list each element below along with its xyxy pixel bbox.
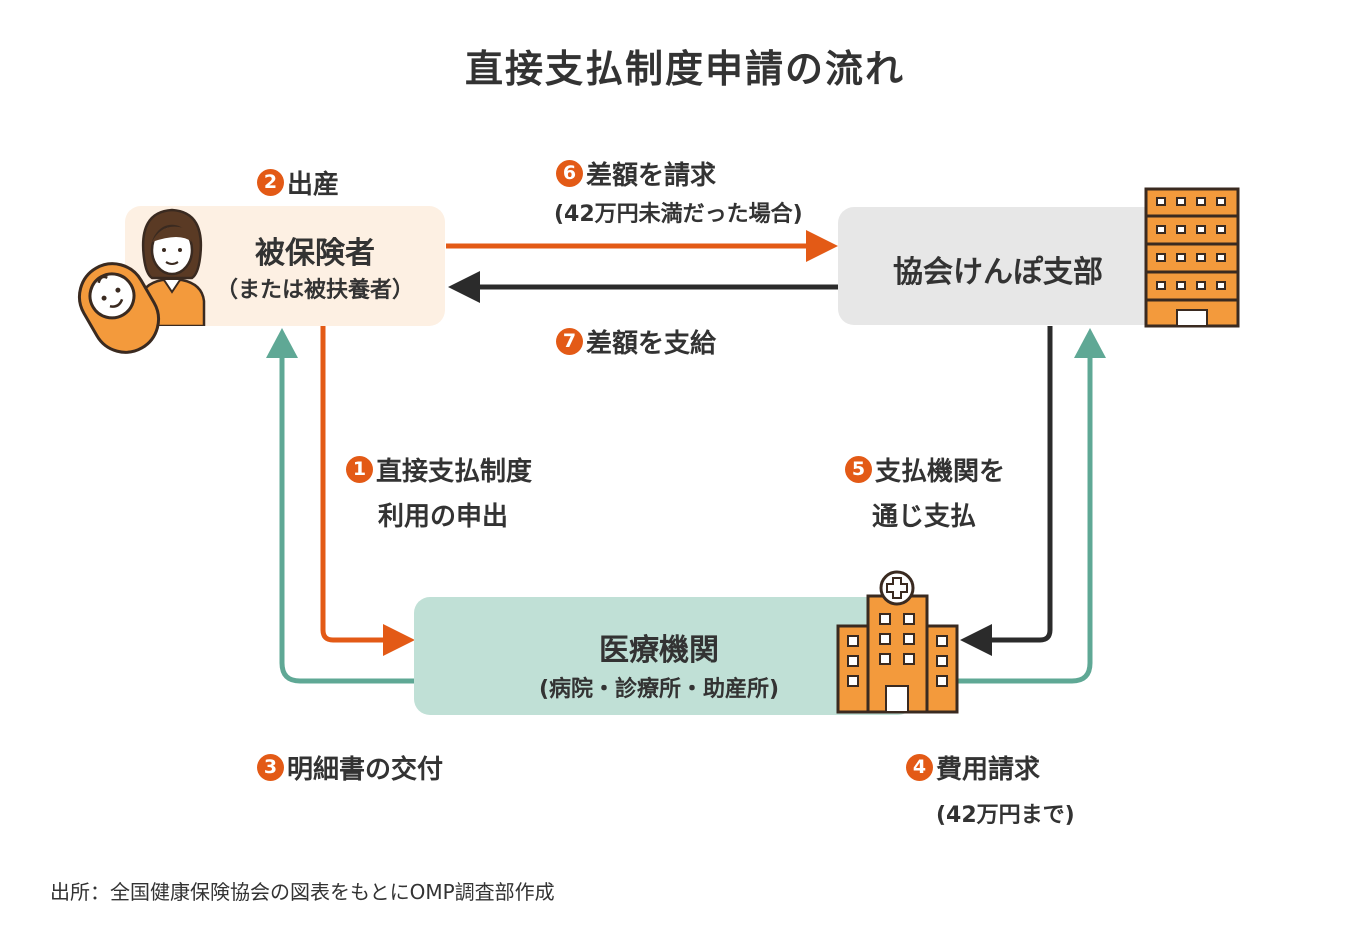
arrow-6-claim-difference <box>446 230 838 262</box>
hospital-icon <box>836 570 959 714</box>
node-medical-sub: (病院・診療所・助産所) <box>538 677 780 702</box>
step-6-note: (42万円未満だった場合) <box>554 202 803 227</box>
arrow-3-statement <box>266 328 414 684</box>
arrow-1-apply <box>320 326 415 656</box>
step-4-badge: 4 <box>906 754 933 781</box>
node-insured: 被保険者 （または被扶養者） <box>125 206 445 326</box>
node-kyokai-name: 協会けんぽ支部 <box>893 255 1103 290</box>
node-medical: 医療機関 (病院・診療所・助産所) <box>414 597 914 715</box>
node-insured-sub: （または被扶養者） <box>215 278 414 303</box>
step-2-text: 出産 <box>287 170 340 200</box>
step-7-text: 差額を支給 <box>586 329 717 359</box>
diagram-title: 直接支払制度申請の流れ <box>464 47 905 91</box>
step-1-text-line2: 利用の申出 <box>378 502 509 532</box>
node-insured-name: 被保険者 <box>255 236 375 271</box>
step-7-badge: 7 <box>556 328 583 355</box>
step-4-text: 費用請求 <box>936 755 1041 785</box>
step-1-text: 直接支払制度 <box>376 457 533 487</box>
step-3-text: 明細書の交付 <box>287 755 444 785</box>
step-5-text: 支払機関を <box>875 457 1006 487</box>
step-2-badge: 2 <box>257 169 284 196</box>
node-medical-name: 医療機関 <box>599 633 719 668</box>
office-building-icon <box>1144 187 1240 328</box>
step-3-badge: 3 <box>257 754 284 781</box>
step-6-badge: 6 <box>556 160 583 187</box>
baby-icon <box>78 262 160 354</box>
step-4-note: (42万円まで) <box>936 803 1075 828</box>
arrow-4-billing <box>957 328 1106 684</box>
step-5-badge: 5 <box>845 456 872 483</box>
step-1-badge: 1 <box>346 456 373 483</box>
step-6-text: 差額を請求 <box>586 161 717 191</box>
arrow-5-payment <box>960 326 1053 656</box>
step-5-text-line2: 通じ支払 <box>872 502 977 532</box>
source-note: 出所：全国健康保険協会の図表をもとにOMP調査部作成 <box>50 880 555 904</box>
arrow-7-pay-difference <box>448 271 838 303</box>
